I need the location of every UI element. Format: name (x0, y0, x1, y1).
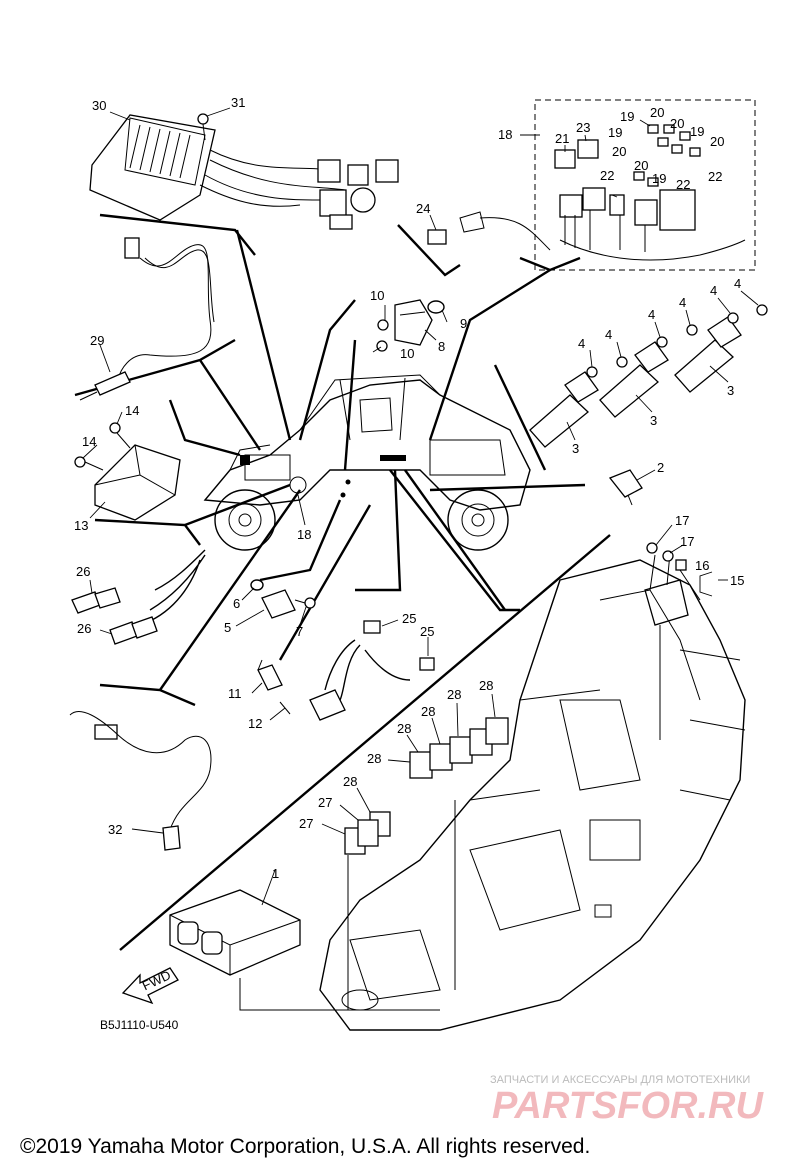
callout-20: 20 (670, 116, 684, 131)
callout-20: 20 (710, 134, 724, 149)
callout-12: 12 (248, 716, 262, 731)
part-10-bolts (376, 319, 389, 352)
part-9-o-ring (427, 300, 445, 314)
frame-drawing (319, 559, 746, 1031)
part-24-connector (427, 211, 551, 251)
callout-20: 20 (650, 105, 664, 120)
group-leaders (74, 213, 611, 951)
vehicle-drawing (203, 374, 531, 551)
callout-11: 11 (228, 686, 242, 701)
callout-18: 18 (297, 527, 311, 542)
callout-28: 28 (367, 751, 381, 766)
callout-26: 26 (76, 564, 90, 579)
callout-24: 24 (416, 201, 430, 216)
callout-28: 28 (447, 687, 461, 702)
part-11-sensor (257, 659, 283, 691)
part-16-terminal (675, 559, 687, 571)
part-14-bolts (74, 422, 131, 471)
callout-20: 20 (612, 144, 626, 159)
watermark-logo: PARTSFOR.RU (492, 1085, 764, 1127)
callout-2: 2 (657, 460, 664, 475)
callout-3: 3 (650, 413, 657, 428)
callout-14: 14 (82, 434, 96, 449)
callout-6: 6 (233, 596, 240, 611)
copyright-notice: ©2019 Yamaha Motor Corporation, U.S.A. A… (20, 1135, 590, 1158)
callout-27: 27 (318, 795, 332, 810)
callout-19: 19 (620, 109, 634, 124)
callout-22: 22 (600, 168, 614, 183)
part-32-sensor-lead (69, 711, 212, 851)
callout-labels: 30 31 18 21 23 19 20 19 20 19 20 20 22 2… (74, 95, 744, 881)
part-26-harness (71, 549, 206, 645)
callout-7: 7 (296, 624, 303, 639)
callout-20: 20 (634, 158, 648, 173)
callout-8: 8 (438, 339, 445, 354)
callout-19: 19 (652, 171, 666, 186)
callout-31: 31 (231, 95, 245, 110)
callout-4: 4 (578, 336, 585, 351)
diagram-code: B5J1110-U540 (100, 1018, 179, 1032)
callout-4: 4 (734, 276, 741, 291)
callout-5: 5 (224, 620, 231, 635)
part-28-relays (369, 717, 509, 837)
callout-4: 4 (605, 327, 612, 342)
fwd-arrow: FWD (121, 967, 179, 1005)
part-27-relays (344, 819, 379, 855)
watermark-tagline: ЗАПЧАСТИ И АКСЕССУАРЫ ДЛЯ МОТОТЕХНИКИ (490, 1074, 750, 1086)
callout-28: 28 (343, 774, 357, 789)
callout-10: 10 (400, 346, 414, 361)
callout-22: 22 (708, 169, 722, 184)
callout-3: 3 (572, 441, 579, 456)
part-1-ecu (169, 889, 440, 1011)
callout-28: 28 (397, 721, 411, 736)
callout-18: 18 (498, 127, 512, 142)
callout-17: 17 (675, 513, 689, 528)
callout-19: 19 (690, 124, 704, 139)
callout-14: 14 (125, 403, 139, 418)
callout-10: 10 (370, 288, 384, 303)
callout-19: 19 (608, 125, 622, 140)
callout-4: 4 (648, 307, 655, 322)
part-5-sensor (261, 589, 306, 619)
callout-25: 25 (420, 624, 434, 639)
callout-28: 28 (479, 678, 493, 693)
callout-9: 9 (460, 316, 467, 331)
callout-leaders (82, 107, 759, 906)
callout-22: 22 (676, 177, 690, 192)
part-4-bolts (586, 304, 768, 378)
callout-21: 21 (555, 131, 569, 146)
callout-23: 23 (576, 120, 590, 135)
callout-13: 13 (74, 518, 88, 533)
part-29-sensor-lead (79, 237, 215, 401)
callout-16: 16 (695, 558, 709, 573)
part-13-module (94, 444, 181, 521)
part-8-sensor (394, 299, 433, 346)
part-25-harness (309, 620, 435, 721)
callout-30: 30 (92, 98, 106, 113)
part-17-bolts (646, 542, 674, 562)
part-30-controller (89, 114, 399, 230)
part-3-injectors (529, 316, 742, 448)
callout-1: 1 (272, 866, 279, 881)
part-31-bolt (197, 113, 209, 141)
part-6-o-ring (250, 579, 264, 591)
callout-15: 15 (730, 573, 744, 588)
callout-27: 27 (299, 816, 313, 831)
callout-25: 25 (402, 611, 416, 626)
part-18-relay-group (534, 99, 756, 271)
callout-3: 3 (727, 383, 734, 398)
part-7-bolt (304, 597, 316, 609)
part-15-relay (644, 552, 701, 626)
part-2-switch (608, 469, 643, 506)
callout-28: 28 (421, 704, 435, 719)
callout-4: 4 (710, 283, 717, 298)
callout-32: 32 (108, 822, 122, 837)
callout-17: 17 (680, 534, 694, 549)
callout-4: 4 (679, 295, 686, 310)
callout-29: 29 (90, 333, 104, 348)
callout-26: 26 (77, 621, 91, 636)
